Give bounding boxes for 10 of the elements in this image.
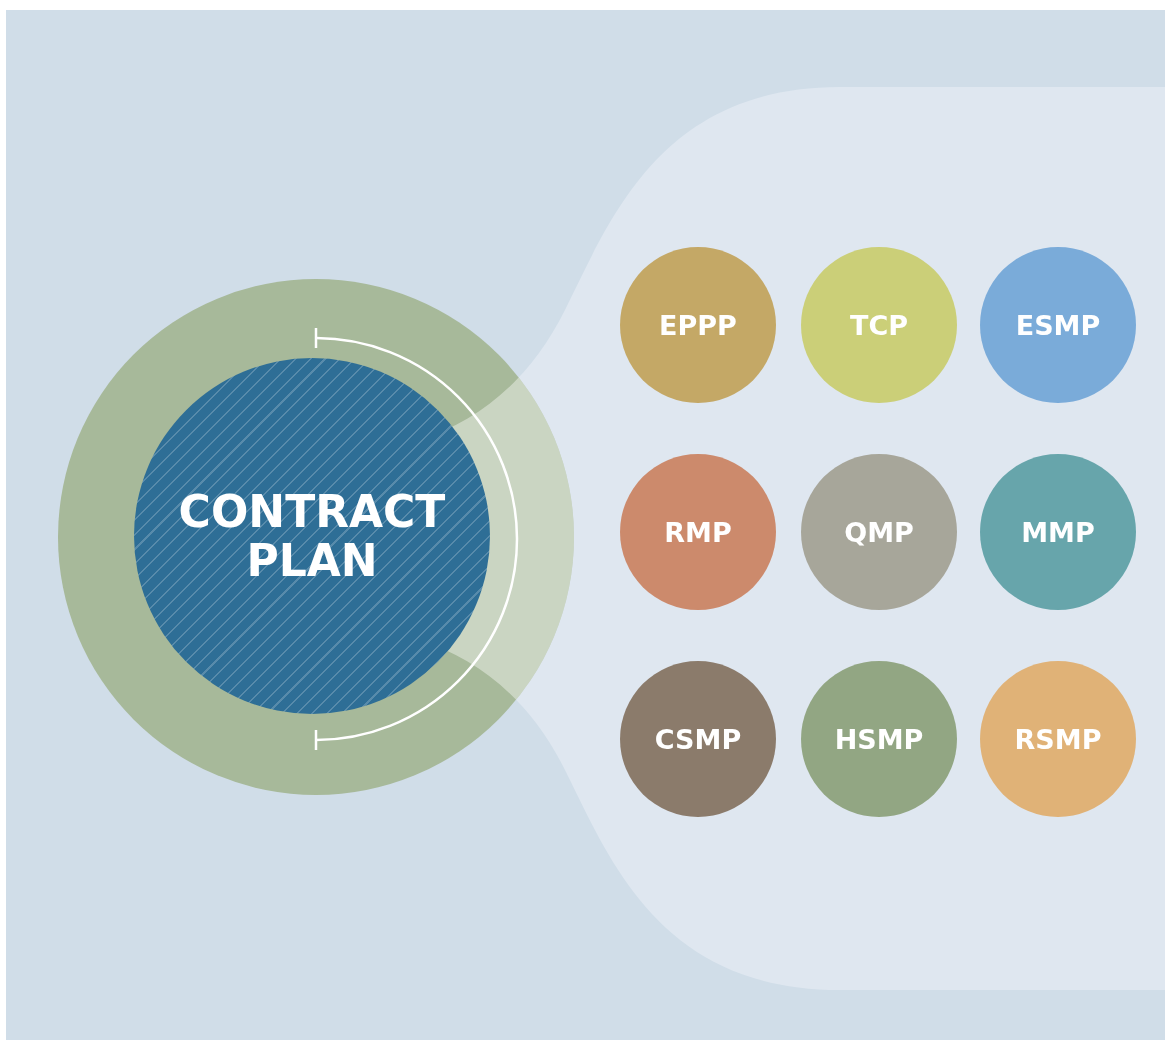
plan-label: MMP: [1021, 516, 1095, 548]
plan-label: RSMP: [1014, 723, 1102, 755]
plan-label: CONTRACT PLAN: [177, 486, 447, 586]
plan-label: QMP: [844, 516, 914, 548]
plan-label: ESMP: [1015, 309, 1101, 341]
plan-label: HSMP: [834, 723, 924, 755]
plan-label: TCP: [850, 309, 908, 341]
plan-label: CSMP: [654, 723, 742, 755]
plan-label: RMP: [664, 516, 732, 548]
plan-label: EPPP: [659, 309, 737, 341]
